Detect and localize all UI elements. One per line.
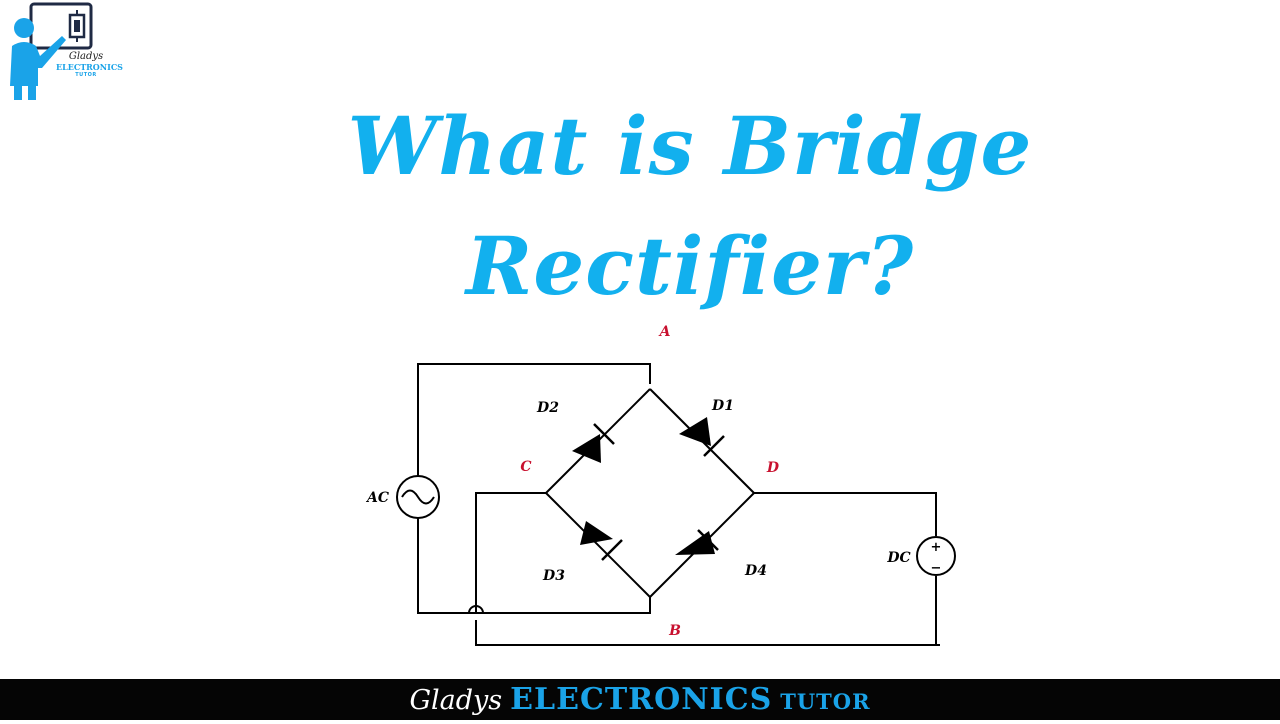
circuit-wires [417, 363, 940, 646]
dc-minus-label: − [931, 561, 942, 576]
diode-d3-label: D3 [542, 568, 565, 584]
dc-source-icon [916, 536, 956, 576]
diode-d2-icon [572, 423, 615, 463]
footer-sub-text: TUTOR [780, 689, 871, 714]
node-a-label: A [658, 324, 671, 340]
ac-label: AC [365, 490, 389, 506]
logo-main-text: ELECTRONICS [56, 62, 123, 72]
diode-d1-label: D1 [711, 398, 734, 414]
node-c-label: C [520, 459, 531, 475]
node-b-label: B [668, 623, 681, 639]
diode-d3-icon [580, 521, 623, 561]
dc-label: DC [886, 550, 910, 566]
teacher-board-icon [10, 2, 93, 100]
title-line-1: What is Bridge [347, 99, 1033, 193]
diode-d4-label: D4 [744, 563, 767, 579]
footer-main-text: ELECTRONICS [510, 682, 773, 717]
logo-sub-text: TUTOR [75, 72, 97, 78]
channel-logo: Gladys ELECTRONICS TUTOR [4, 2, 123, 102]
dc-plus-label: + [931, 540, 942, 555]
diode-d4-icon [675, 529, 719, 555]
footer-cursive-text: Gladys [409, 685, 503, 716]
diode-d1-icon [679, 417, 725, 457]
diode-d2-label: D2 [536, 400, 559, 416]
title-line-2: Rectifier? [465, 219, 915, 313]
node-d-label: D [766, 460, 780, 476]
logo-cursive-text: Gladys [68, 51, 104, 62]
ac-source-icon [396, 475, 440, 519]
page-title: What is Bridge Rectifier? [180, 86, 1200, 326]
